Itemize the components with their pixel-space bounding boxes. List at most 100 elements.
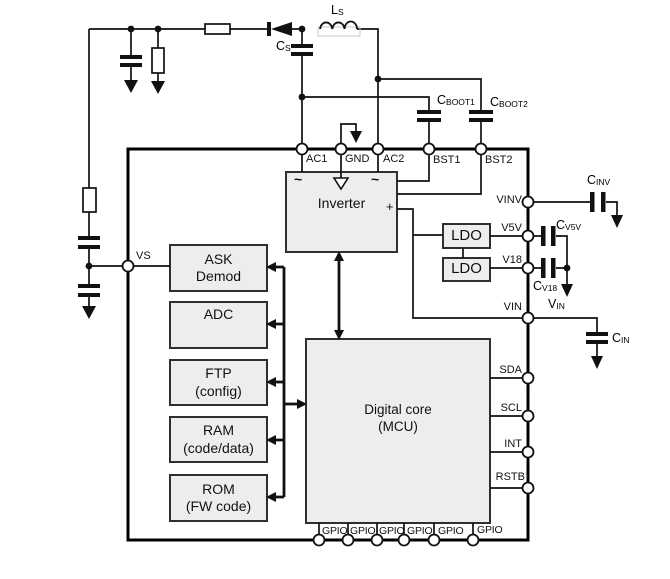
- ground-arrow-icon: [350, 131, 362, 143]
- arrow-inverter-up-icon: [334, 251, 344, 261]
- capacitor-cboot1-icon: [417, 110, 441, 122]
- pin-vs: [121, 259, 135, 273]
- wire-ac-stubs: [301, 153, 379, 178]
- pin-rstb: [521, 481, 535, 495]
- pin-label-gpio5: GPIO: [438, 525, 464, 537]
- digital-core-block: [305, 338, 491, 524]
- junction-dot: [374, 75, 382, 83]
- pin-pads: [121, 142, 535, 547]
- pin-label-gpio6: GPIO: [477, 524, 503, 536]
- ldo-top-block: [442, 223, 491, 249]
- pin-v18: [521, 261, 535, 275]
- pin-label-int: INT: [504, 438, 522, 450]
- wire-ldo: [462, 235, 524, 269]
- ground-arrow-icon: [611, 215, 623, 228]
- pin-label-ac1: AC1: [306, 153, 328, 165]
- label-cinv: CINV: [587, 173, 611, 188]
- arrow-core-icon: [297, 399, 307, 409]
- pin-label-ac2: AC2: [383, 153, 405, 165]
- pin-label-vinv: VINV: [496, 194, 522, 206]
- junction-dot: [154, 25, 162, 33]
- label-ls: LS: [331, 3, 344, 18]
- arrow-core-down-icon: [334, 330, 344, 340]
- capacitor-cin-icon: [586, 332, 608, 344]
- inverter-gnd-triangle-icon: [332, 177, 350, 191]
- label-cs: CS: [276, 39, 291, 54]
- pin-scl: [521, 409, 535, 423]
- arrow-ftp-icon: [266, 377, 276, 387]
- junction-dot: [298, 93, 306, 101]
- ac-symbol-left: ~: [294, 171, 303, 187]
- pin-gpio4: [397, 533, 411, 547]
- junction-dot: [127, 25, 135, 33]
- block-bodies: [169, 171, 491, 524]
- plus-output-symbol: +: [386, 199, 394, 214]
- pin-ac1: [295, 142, 309, 156]
- wire-inv-bst: [397, 154, 482, 195]
- pin-label-v18: V18: [502, 254, 522, 266]
- rail-shunt-cap-icon: [120, 55, 142, 67]
- wire-cboot1: [302, 96, 430, 146]
- pin-gnd: [334, 142, 348, 156]
- wire-cin: [533, 317, 598, 357]
- pin-gpio6: [466, 533, 480, 547]
- wire-inv-vin: [397, 208, 524, 319]
- junction-dot: [85, 262, 93, 270]
- series-resistor-icon: [204, 23, 231, 35]
- pin-label-bst1: BST1: [433, 154, 461, 166]
- pin-gpio2: [341, 533, 355, 547]
- pin-gpio1: [312, 533, 326, 547]
- wire-cboot2: [378, 78, 482, 146]
- wire-core-right: [490, 377, 524, 489]
- pin-label-vs: VS: [136, 250, 151, 262]
- pin-label-gpio4: GPIO: [407, 525, 433, 537]
- arrow-rom-icon: [266, 492, 276, 502]
- adc-block: [169, 301, 268, 349]
- wire-gnd-ext: [340, 123, 357, 146]
- wire-cv5v: [533, 235, 568, 268]
- ground-arrow-icon: [591, 356, 603, 369]
- inductor-ls-icon: [319, 20, 358, 30]
- arrow-ask-icon: [266, 262, 276, 272]
- vs-divider-cap-top-icon: [78, 236, 100, 249]
- label-cv18: CV18: [533, 279, 558, 294]
- bus-arrowheads: [266, 251, 344, 502]
- arrow-adc-icon: [266, 319, 276, 329]
- rom-block: [169, 474, 268, 522]
- label-cboot1: CBOOT1: [437, 93, 475, 108]
- pin-bst2: [474, 142, 488, 156]
- pin-ac2: [371, 142, 385, 156]
- vs-divider-cap-bottom-icon: [78, 284, 100, 297]
- pin-bst1: [422, 142, 436, 156]
- junction-dots: [85, 25, 571, 272]
- pin-gpio3: [370, 533, 384, 547]
- ftp-block: [169, 359, 268, 406]
- internal-bus: [276, 258, 341, 499]
- pin-label-v5v: V5V: [501, 222, 522, 234]
- ground-arrow-icon: [561, 284, 573, 297]
- pin-label-bst2: BST2: [485, 154, 513, 166]
- chip-outline: [126, 147, 530, 542]
- pin-vinv: [521, 195, 535, 209]
- junction-dot: [563, 264, 571, 272]
- wire-cinv: [533, 201, 618, 216]
- pin-gpio5: [427, 533, 441, 547]
- pin-label-gpio3: GPIO: [379, 525, 405, 537]
- ram-block: [169, 416, 268, 463]
- wire-rail-shunts: [130, 29, 159, 81]
- junction-dot: [298, 25, 306, 33]
- ac-symbol-right: ~: [371, 171, 380, 187]
- pin-label-sda: SDA: [499, 364, 522, 376]
- pin-label-gnd: GND: [345, 153, 370, 165]
- arrow-ram-icon: [266, 435, 276, 445]
- rail-shunt-resistor-icon: [151, 47, 165, 74]
- pin-v5v: [521, 229, 535, 243]
- pin-sda: [521, 371, 535, 385]
- bus-branches: [276, 258, 341, 499]
- capacitor-cboot2-icon: [469, 110, 493, 122]
- pin-vin: [521, 311, 535, 325]
- label-cin: CIN: [612, 331, 630, 346]
- ground-arrow-icon: [82, 306, 96, 319]
